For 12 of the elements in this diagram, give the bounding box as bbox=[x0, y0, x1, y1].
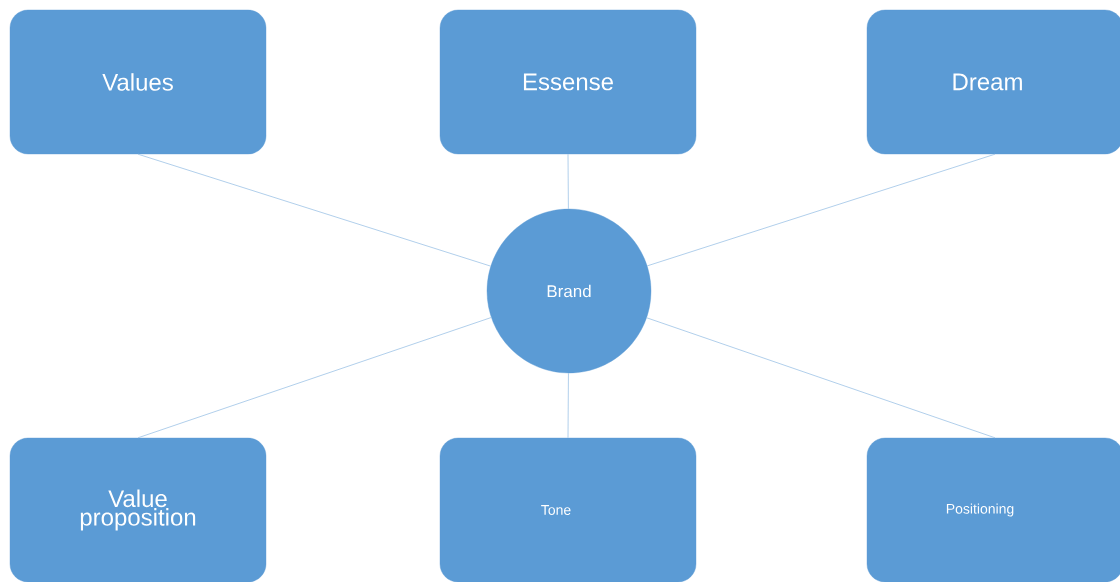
connector-line bbox=[567, 153, 569, 210]
concept-box: Values bbox=[9, 9, 267, 155]
concept-box: Tone bbox=[439, 437, 697, 582]
connector-line bbox=[137, 317, 492, 439]
concept-box: Dream bbox=[866, 9, 1120, 155]
concept-box: Value proposition bbox=[9, 437, 267, 582]
connector-line bbox=[567, 372, 569, 439]
concept-box: Positioning bbox=[866, 437, 1120, 582]
connector-line bbox=[646, 153, 996, 267]
connector-line bbox=[646, 317, 996, 439]
concept-box: Essense bbox=[439, 9, 697, 155]
connector-line bbox=[137, 153, 492, 267]
